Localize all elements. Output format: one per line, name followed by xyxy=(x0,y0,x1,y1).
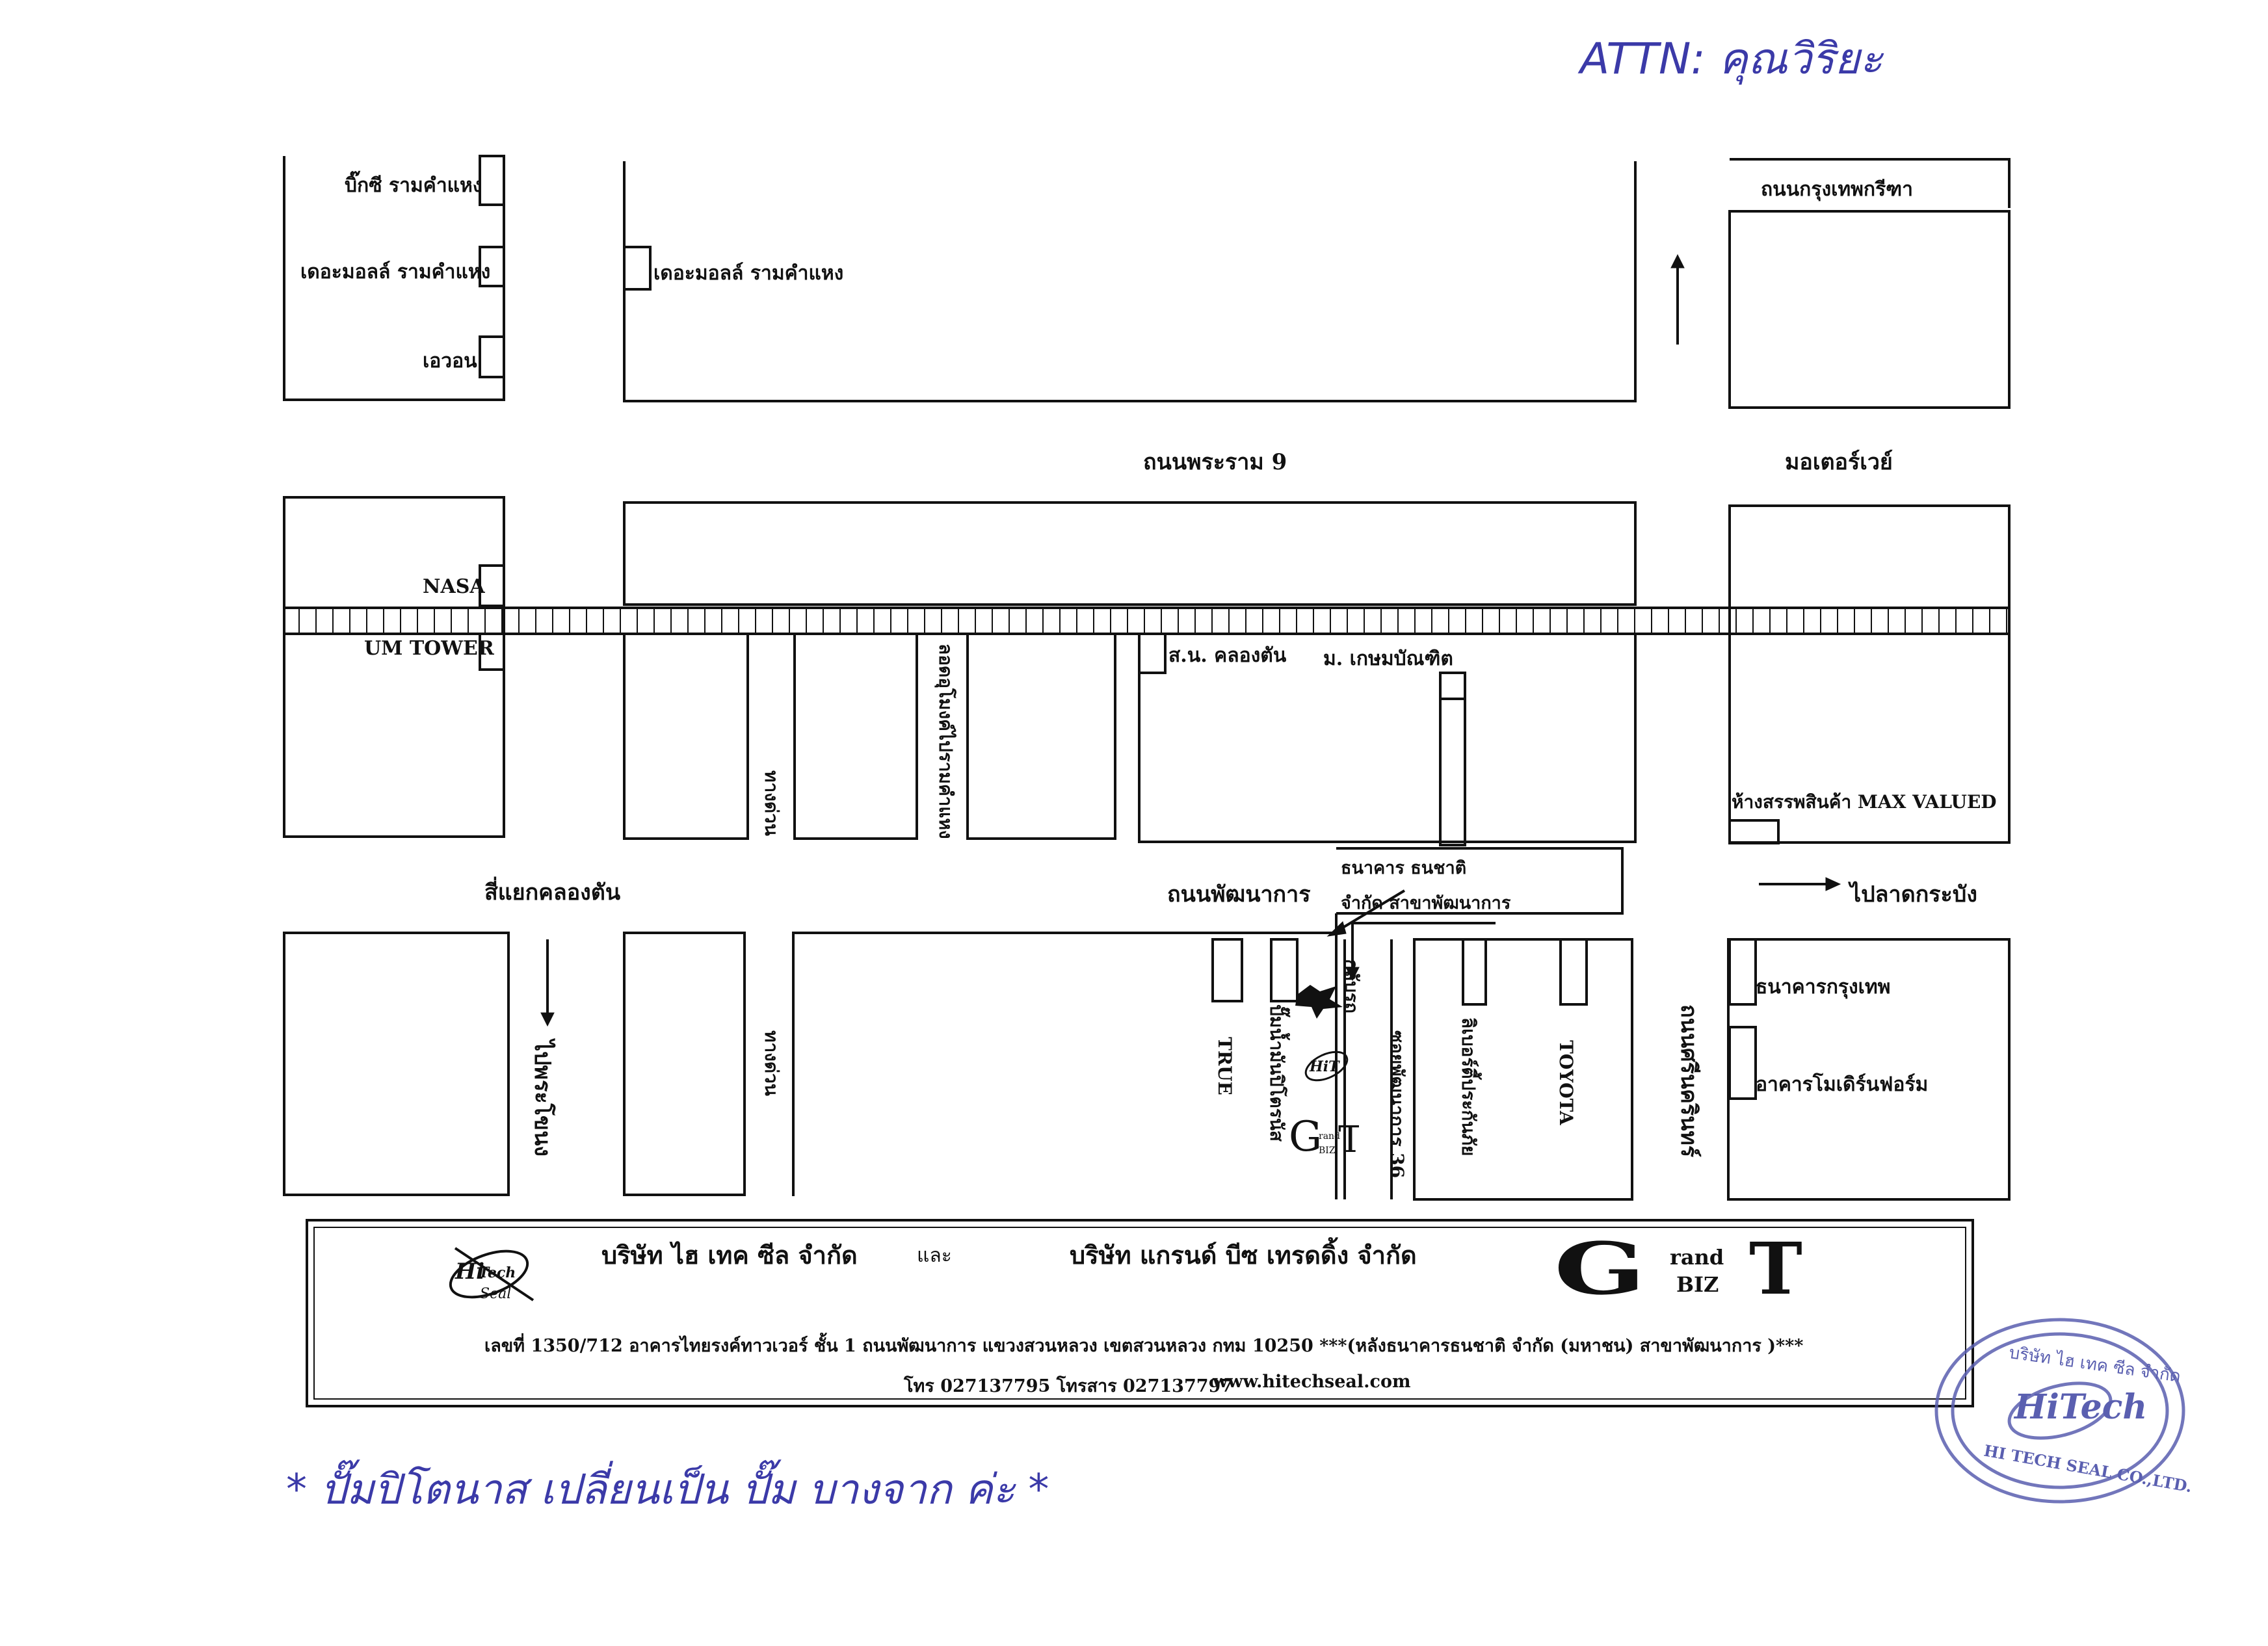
company-stamp: บริษัท ไฮ เทค ซีล จำกัด HiTech HI TECH S… xyxy=(1930,1313,2193,1508)
arrow-uturn xyxy=(1351,922,1496,969)
label-kasem-university: ม. เกษมบัณฑิต xyxy=(1323,647,1453,670)
label-thanachart-bank-1: ธนาคาร ธนชาติ xyxy=(1341,858,1467,878)
hitech-logo-tech: Tech xyxy=(479,1264,516,1281)
grand-biz-logo-t: T xyxy=(1749,1232,1802,1303)
block-mid-1 xyxy=(623,634,749,840)
label-expressway-lower: ทางด่วน xyxy=(761,1030,782,1096)
label-khlongton-junction: สี่แยกคลองตัน xyxy=(484,880,621,906)
grand-biz-logo-rand: rand xyxy=(1670,1245,1724,1270)
label-expressway-upper: ทางด่วน xyxy=(761,770,782,836)
label-police-station: ส.น. คลองตัน xyxy=(1168,644,1287,667)
hitech-logo-hi: Hi xyxy=(455,1259,484,1285)
company-2-name: บริษัท แกรนด์ บีซ เทรดดิ้ง จำกัด xyxy=(1070,1240,1417,1270)
handwritten-note: * ปั๊มปิโตนาส เปลี่ยนเป็น ปั๊ม บางจาก ค่… xyxy=(286,1466,1049,1514)
svg-text:BIZ: BIZ xyxy=(1319,1145,1336,1156)
label-to-phra-khanong: ไปพระโขนง xyxy=(529,1040,555,1156)
company-1-name: บริษัท ไฮ เทค ซีล จำกัด xyxy=(601,1240,858,1270)
block-mid-4 xyxy=(1138,634,1637,843)
block-mid-left xyxy=(283,496,505,838)
block-mid-3 xyxy=(966,634,1116,840)
label-modern-form: อาคารโมเดิร์นฟอร์ม xyxy=(1756,1073,1929,1096)
label-rama9-road: ถนนพระราม 9 xyxy=(1143,449,1287,475)
block-bot-3 xyxy=(792,932,1338,1199)
hitech-logo-seal: Seal xyxy=(480,1286,511,1302)
grand-biz-logo: G rand BIZ T xyxy=(1554,1227,1892,1311)
hitech-seal-logo: Hi Tech Seal xyxy=(442,1238,546,1310)
label-mall-left: เดอะมอลล์ รามคำแหง xyxy=(300,261,491,283)
svg-text:HiT: HiT xyxy=(1309,1058,1340,1075)
arrow-bank-pointer xyxy=(1338,889,1406,931)
svg-text:T: T xyxy=(1338,1119,1359,1161)
label-krungthep-kreetha-road: ถนนกรุงเทพกรีฑา xyxy=(1761,178,1913,201)
block-top-right-upper xyxy=(1730,158,2011,208)
label-mall-right: เดอะมอลล์ รามคำแหง xyxy=(653,262,844,285)
block-bot-2 xyxy=(623,932,746,1196)
label-liberty-insurance: ลิเบอร์ตี้ประกันภัย xyxy=(1458,1017,1479,1156)
label-bigc: บิ๊กซี รามคำแหง xyxy=(345,174,482,197)
label-ramkhamhaeng-tunnel: ลอดอุโมงค์ไปรามคำแหง xyxy=(935,644,956,839)
company-footer xyxy=(306,1219,1974,1407)
block-mid-top xyxy=(623,501,1637,606)
grand-biz-logo-biz: BIZ xyxy=(1676,1272,1719,1297)
location-marker xyxy=(1295,985,1343,1019)
label-petronas: ปั๊มน้ำมันปิโตรนัส xyxy=(1266,1004,1287,1142)
map-hitech-logo: HiT xyxy=(1300,1039,1352,1091)
company-website: www.hitechseal.com xyxy=(1213,1372,1411,1392)
grand-biz-logo-g: G xyxy=(1554,1232,1646,1303)
attn-handwritten: ATTN: คุณวิริยะ xyxy=(1580,34,1883,84)
company-address: เลขที่ 1350/712 อาคารไทยรงค์ทาวเวอร์ ชั้… xyxy=(484,1336,1804,1356)
stamp-top-text: บริษัท ไฮ เทค ซีล จำกัด xyxy=(2008,1342,2182,1387)
label-u-turn: กลับรถ xyxy=(1341,959,1362,1013)
label-toyota: TOYOTA xyxy=(1555,1040,1577,1125)
label-bangkok-bank: ธนาคารกรุงเทพ xyxy=(1756,976,1891,999)
block-mid-right xyxy=(1728,504,2011,844)
label-phatthanakan-road: ถนนพัฒนาการ xyxy=(1167,882,1311,908)
block-bot-4 xyxy=(1413,938,1633,1201)
label-srinakarin-road: ถนนศรีนครินทร์ xyxy=(1676,1004,1702,1158)
label-aeon: เอวอน xyxy=(423,350,477,372)
label-um-tower: UM TOWER xyxy=(364,637,494,660)
label-soi36: ซอยพัฒนาการ 36 xyxy=(1386,1030,1408,1179)
stamp-bottom-text: HI TECH SEAL CO.,LTD. xyxy=(1983,1441,2190,1496)
map-grandbiz-logo: G rand BIZ T xyxy=(1287,1105,1362,1164)
svg-text:G: G xyxy=(1289,1113,1322,1161)
block-mid-2 xyxy=(793,634,918,840)
railway-line xyxy=(284,607,2009,635)
label-max-valued: ห้างสรรพสินค้า MAX VALUED xyxy=(1732,791,1997,813)
label-true: TRUE xyxy=(1214,1037,1235,1095)
stamp-center-text: HiTech xyxy=(2013,1387,2147,1427)
label-nasa: NASA xyxy=(423,575,485,598)
footer-and: และ xyxy=(917,1244,952,1267)
block-bot-1 xyxy=(283,932,510,1196)
svg-text:rand: rand xyxy=(1319,1131,1340,1142)
block-top-right xyxy=(1728,210,2011,409)
label-motorway: มอเตอร์เวย์ xyxy=(1785,449,1893,475)
label-to-latkrabang: ไปลาดกระบัง xyxy=(1850,882,1977,908)
company-phone: โทร 027137795 โทรสาร 027137797 xyxy=(904,1376,1233,1396)
label-thanachart-bank-2: จำกัด สาขาพัฒนาการ xyxy=(1341,893,1511,913)
